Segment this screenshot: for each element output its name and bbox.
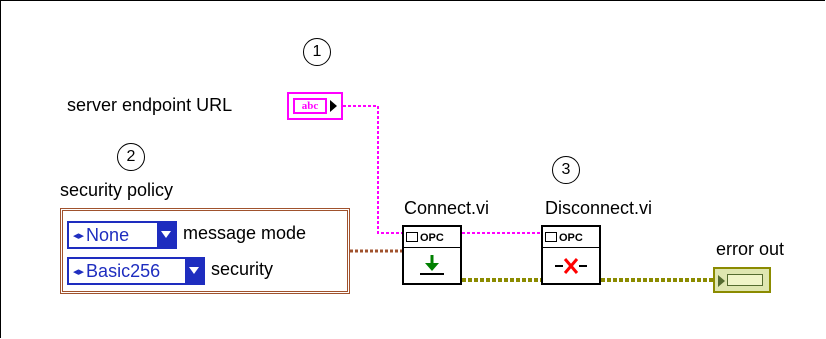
security-policy-cluster[interactable]: ◂▸None message mode ◂▸Basic256 security — [60, 208, 350, 294]
connect-vi-label: Connect.vi — [404, 198, 490, 218]
security-value: Basic256 — [86, 261, 161, 281]
message-mode-enum[interactable]: ◂▸None — [67, 221, 177, 249]
terminal-arrow-icon — [718, 275, 725, 287]
computer-icon — [545, 232, 557, 242]
connect-vi-node[interactable]: OPC — [402, 225, 462, 285]
security-enum[interactable]: ◂▸Basic256 — [67, 257, 205, 285]
computer-icon — [406, 232, 418, 242]
download-arrow-icon — [420, 255, 444, 275]
opc-header: OPC — [545, 229, 583, 247]
callout-2: 2 — [117, 143, 145, 171]
server-endpoint-url-label: server endpoint URL — [67, 95, 233, 115]
error-out-indicator[interactable] — [713, 267, 771, 293]
opc-header: OPC — [406, 229, 444, 247]
error-out-label: error out — [716, 239, 785, 259]
callout-1: 1 — [303, 38, 331, 66]
error-cluster-icon — [727, 274, 763, 286]
chevron-down-icon[interactable] — [157, 223, 175, 247]
disconnect-vi-node[interactable]: OPC — [541, 225, 601, 285]
server-endpoint-url-terminal[interactable]: abc — [287, 92, 343, 120]
inc-dec-icon: ◂▸ — [73, 266, 85, 278]
security-policy-label: security policy — [60, 180, 174, 200]
security-label: security — [211, 259, 274, 279]
x-mark-icon — [555, 258, 587, 274]
message-mode-label: message mode — [183, 223, 307, 243]
inc-dec-icon: ◂▸ — [73, 230, 85, 242]
callout-3: 3 — [552, 156, 580, 184]
server-url-wire[interactable] — [343, 105, 402, 234]
message-mode-value: None — [86, 225, 130, 245]
disconnect-vi-label: Disconnect.vi — [545, 198, 653, 218]
chevron-down-icon[interactable] — [185, 259, 203, 283]
string-constant-text: abc — [293, 98, 327, 114]
terminal-arrow-icon — [330, 100, 337, 112]
